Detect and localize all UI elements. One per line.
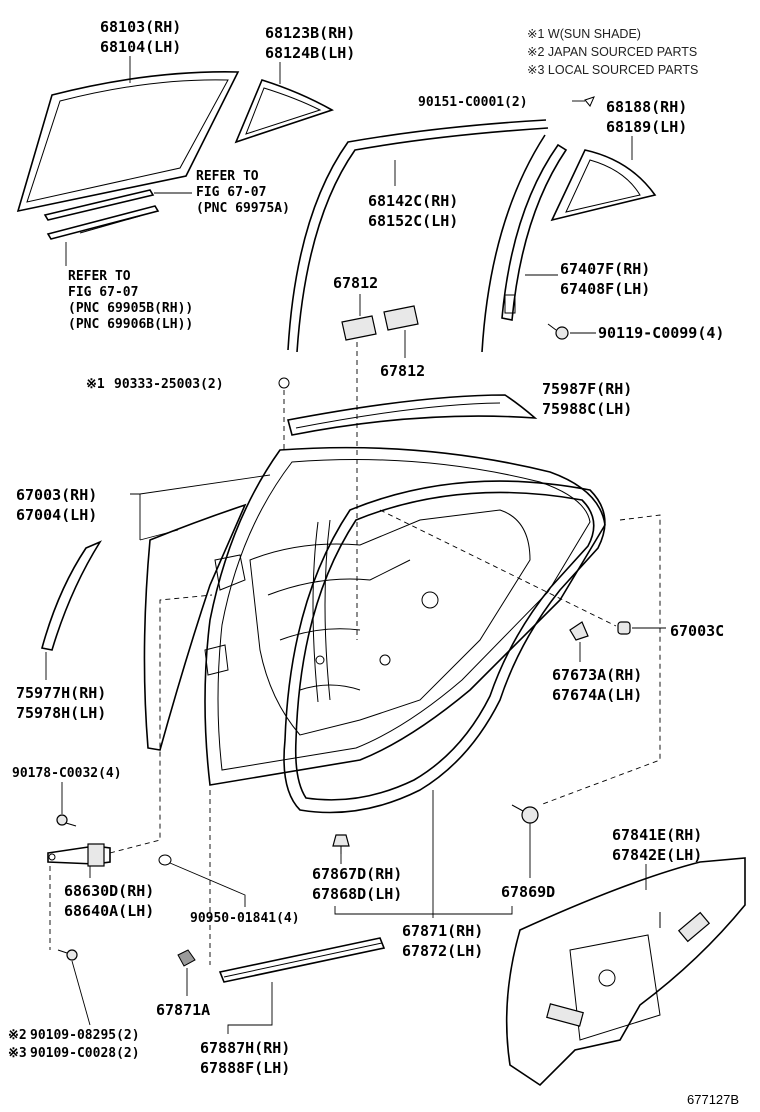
door-glass	[16, 71, 240, 213]
label-67812-a: 67812	[333, 274, 378, 292]
label-68123b: 68123B(RH)	[265, 24, 355, 42]
label-90109-08295: 90109-08295(2)	[30, 1028, 140, 1043]
pad-a	[341, 315, 377, 341]
belt-weatherstrip	[218, 937, 386, 983]
label-67674a: 67674A(LH)	[552, 686, 642, 704]
label-67867d: 67867D(RH)	[312, 865, 402, 883]
service-cover	[505, 857, 746, 1087]
label-67868d: 67868D(LH)	[312, 885, 402, 903]
glass-run	[287, 119, 549, 353]
label-75977h: 75977H(RH)	[16, 684, 106, 702]
label-90109-c0028: 90109-C0028(2)	[30, 1046, 140, 1061]
label-90178: 90178-C0032(4)	[12, 766, 122, 781]
ring-icon	[278, 377, 290, 389]
label-67841e: 67841E(RH)	[612, 826, 702, 844]
label-67673a: 67673A(RH)	[552, 666, 642, 684]
label-67871: 67871(RH)	[402, 922, 483, 940]
label-68630d: 68630D(RH)	[64, 882, 154, 900]
glass-weatherstrips	[43, 189, 160, 240]
pad-b	[383, 305, 419, 331]
label-67887h: 67887H(RH)	[200, 1039, 290, 1057]
label-68142c: 68142C(RH)	[368, 192, 458, 210]
label-75987f: 75987F(RH)	[542, 380, 632, 398]
label-68103: 68103(RH)	[100, 18, 181, 36]
note-local-sourced: ※3 LOCAL SOURCED PARTS	[527, 63, 698, 77]
division-bar	[481, 134, 568, 353]
label-67003: 67003(RH)	[16, 486, 97, 504]
label-68152c: 68152C(LH)	[368, 212, 458, 230]
clip-67871a-icon	[177, 949, 196, 967]
label-refer1-c: (PNC 69975A)	[196, 201, 290, 216]
label-68104: 68104(LH)	[100, 38, 181, 56]
door-seal	[283, 480, 606, 814]
label-ring-prefix: ※1	[86, 377, 105, 392]
plug-icon	[158, 854, 172, 866]
door-check	[47, 843, 111, 867]
cap-icon	[511, 804, 539, 824]
label-67888f: 67888F(LH)	[200, 1059, 290, 1077]
door-outer-skin	[143, 503, 247, 751]
label-75988c: 75988C(LH)	[542, 400, 632, 418]
label-67003c: 67003C	[670, 622, 724, 640]
label-90950: 90950-01841(4)	[190, 911, 300, 926]
clip-67673a-icon	[569, 621, 589, 641]
quarter-glass	[234, 79, 334, 144]
label-68640a: 68640A(LH)	[64, 902, 154, 920]
label-68188: 68188(RH)	[606, 98, 687, 116]
label-prefix-2: ※2	[8, 1028, 27, 1043]
label-refer2-a: REFER TO	[68, 269, 131, 284]
label-90333: 90333-25003(2)	[114, 377, 224, 392]
label-90151: 90151-C0001(2)	[418, 95, 528, 110]
bolt-90178-icon	[56, 814, 77, 827]
label-refer1-a: REFER TO	[196, 169, 259, 184]
label-refer2-b: FIG 67-07	[68, 285, 138, 300]
label-67004: 67004(LH)	[16, 506, 97, 524]
note-japan-sourced: ※2 JAPAN SOURCED PARTS	[527, 45, 697, 59]
figure-number: 677127B	[687, 1092, 739, 1107]
bolt-90109-icon	[57, 949, 78, 961]
label-67407f: 67407F(RH)	[560, 260, 650, 278]
retainer-icon	[332, 834, 350, 854]
rear-frame	[550, 149, 657, 222]
screw-90119-icon	[547, 323, 569, 340]
door-panel	[204, 446, 606, 786]
label-68189: 68189(LH)	[606, 118, 687, 136]
label-68124b: 68124B(LH)	[265, 44, 355, 62]
outer-weatherstrip	[287, 394, 538, 436]
label-67842e: 67842E(LH)	[612, 846, 702, 864]
label-67871a: 67871A	[156, 1001, 210, 1019]
note-sun-shade: ※1 W(SUN SHADE)	[527, 27, 641, 41]
label-prefix-3: ※3	[8, 1046, 27, 1061]
label-67812-b: 67812	[380, 362, 425, 380]
label-refer1-b: FIG 67-07	[196, 185, 266, 200]
label-refer2-d: (PNC 69906B(LH))	[68, 317, 193, 332]
label-75978h: 75978H(LH)	[16, 704, 106, 722]
molding-75977h	[41, 540, 103, 651]
screw-icon	[584, 96, 595, 107]
label-67408f: 67408F(LH)	[560, 280, 650, 298]
cushion-icon	[617, 621, 631, 635]
label-90119: 90119-C0099(4)	[598, 324, 724, 342]
label-67872: 67872(LH)	[402, 942, 483, 960]
label-67869d: 67869D	[501, 883, 555, 901]
label-refer2-c: (PNC 69905B(RH))	[68, 301, 193, 316]
